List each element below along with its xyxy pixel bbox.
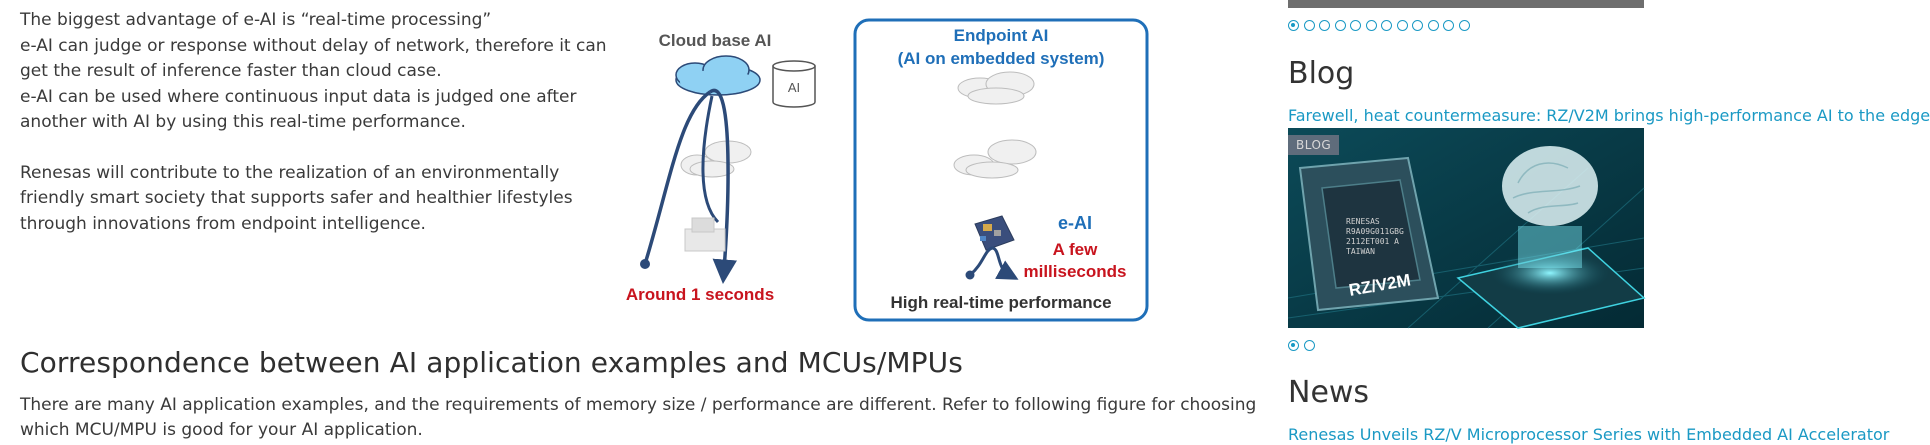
news-item-link[interactable]: Renesas Unveils RZ/V Microprocessor Seri… <box>1288 425 1890 444</box>
top-carousel-dots <box>1288 20 1470 31</box>
carousel-dot[interactable] <box>1334 20 1346 31</box>
blog-badge: BLOG <box>1288 135 1340 155</box>
carousel-dot[interactable] <box>1288 20 1299 31</box>
endpoint-title: Endpoint AI <box>954 26 1049 45</box>
small-cloud-icon <box>953 139 1037 179</box>
carousel-dot[interactable] <box>1412 20 1423 31</box>
cloud-latency: Around 1 seconds <box>626 285 774 304</box>
carousel-dot[interactable] <box>1319 20 1330 31</box>
cloud-vs-endpoint-diagram: Cloud base AI AI Around 1 seconds <box>626 12 1220 332</box>
small-cloud-icon <box>957 71 1035 105</box>
circuit-board-icon <box>974 215 1015 251</box>
chip-marking: TAIWAN <box>1346 247 1375 256</box>
section-heading: Correspondence between AI application ex… <box>20 346 963 379</box>
eai-latency-line-1: A few <box>1053 240 1098 259</box>
eai-latency-line-2: milliseconds <box>1024 262 1127 281</box>
intro-line-1: The biggest advantage of e-AI is “real-t… <box>20 10 492 30</box>
carousel-dot[interactable] <box>1365 20 1377 31</box>
ai-server-icon: AI <box>772 60 816 108</box>
endpoint-subtitle: (AI on embedded system) <box>898 49 1105 68</box>
carousel-dot[interactable] <box>1303 340 1315 351</box>
blog-post-link[interactable]: Farewell, heat countermeasure: RZ/V2M br… <box>1288 106 1930 125</box>
intro-text: The biggest advantage of e-AI is “real-t… <box>20 8 610 237</box>
endpoint-caption: High real-time performance <box>890 293 1111 312</box>
carousel-dot[interactable] <box>1427 20 1439 31</box>
ai-server-label: AI <box>788 80 800 95</box>
carousel-dot[interactable] <box>1303 20 1315 31</box>
chip-marking: RENESAS <box>1346 217 1380 226</box>
blog-carousel-dots <box>1288 340 1315 351</box>
device-icon <box>684 217 726 252</box>
blog-post-image[interactable]: RENESAS R9A09G011GBG 2112ET001 A TAIWAN … <box>1287 128 1646 329</box>
cloud-icon <box>675 55 761 96</box>
top-carousel-image[interactable] <box>1288 0 1644 8</box>
sidebar: Blog Farewell, heat countermeasure: RZ/V… <box>1287 0 1930 445</box>
eai-label: e-AI <box>1058 213 1092 233</box>
intro-line-3: e-AI can be used where continuous input … <box>20 86 577 133</box>
source-dot <box>640 259 650 269</box>
intro-line-4: Renesas will contribute to the realizati… <box>20 162 573 234</box>
intro-line-2: e-AI can judge or response without delay… <box>20 35 607 82</box>
section-body: There are many AI application examples, … <box>20 395 1257 440</box>
endpoint-source-dot <box>965 270 975 280</box>
carousel-dot[interactable] <box>1443 20 1454 31</box>
carousel-dot[interactable] <box>1396 20 1408 31</box>
carousel-dot[interactable] <box>1458 20 1470 31</box>
blog-heading: Blog <box>1288 56 1355 91</box>
news-heading: News <box>1288 375 1370 410</box>
cloud-title: Cloud base AI <box>659 31 772 50</box>
brain-hologram-icon <box>1502 146 1598 268</box>
carousel-dot[interactable] <box>1350 20 1361 31</box>
carousel-dot[interactable] <box>1381 20 1392 31</box>
chip-marking: R9A09G011GBG <box>1346 227 1404 236</box>
chip-marking: 2112ET001 A <box>1346 237 1399 246</box>
carousel-dot[interactable] <box>1288 340 1299 351</box>
small-cloud-icon <box>680 140 752 178</box>
